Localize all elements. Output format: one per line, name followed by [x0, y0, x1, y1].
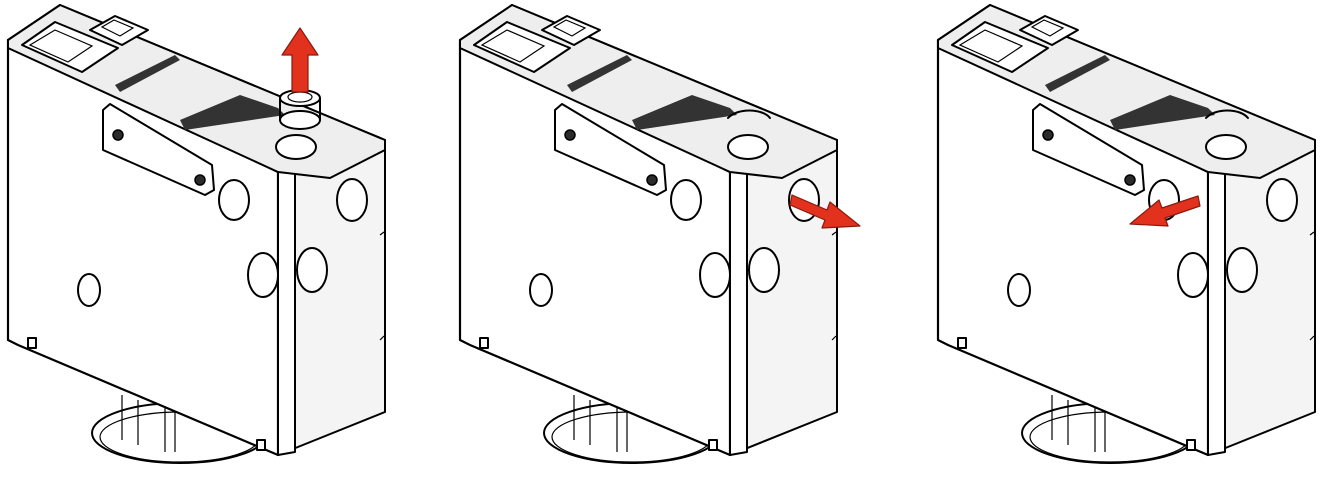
panel-1: [6, 3, 387, 465]
cable-gland-1: [279, 89, 321, 130]
enclosure-2: [458, 3, 839, 465]
enclosure-1: [6, 3, 387, 465]
arrow-up-1: [281, 27, 319, 93]
arrow-left-3: [1129, 195, 1201, 227]
arrow-right-2: [789, 194, 861, 229]
panel-2: [458, 3, 861, 465]
enclosure-3: [936, 3, 1317, 465]
panel-3: [936, 3, 1317, 465]
